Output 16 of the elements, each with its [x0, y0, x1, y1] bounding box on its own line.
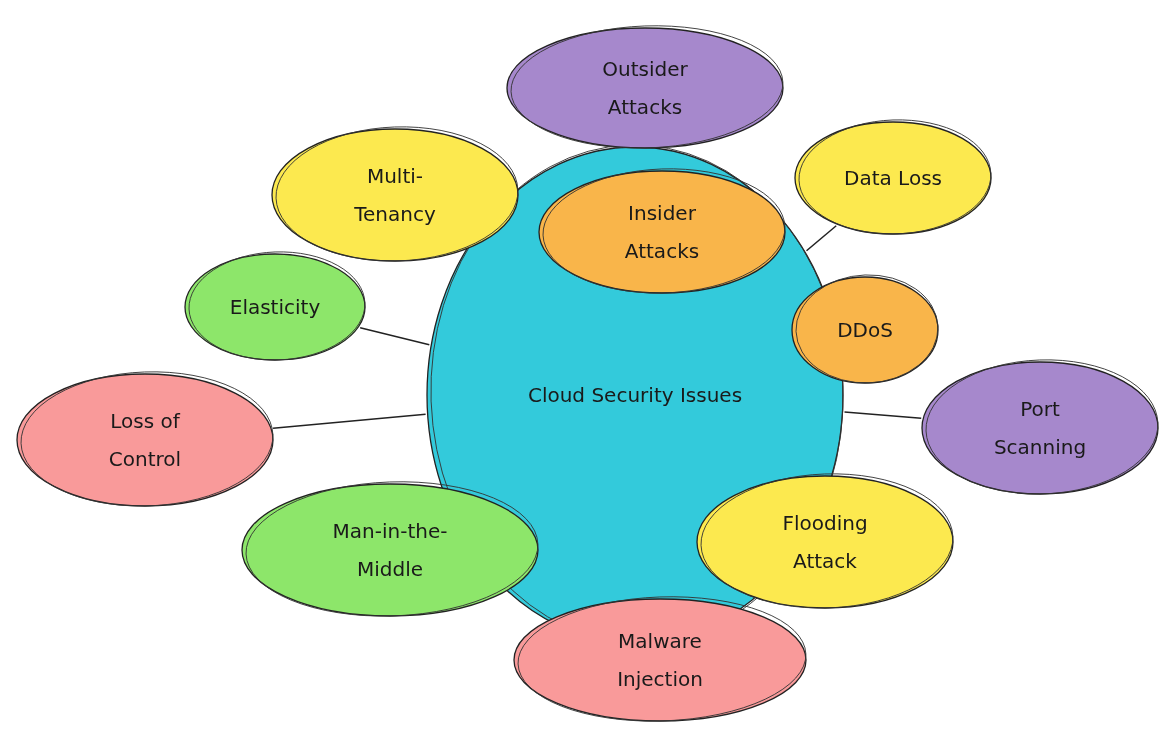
connector-line: [843, 411, 922, 420]
topic-label: Insider Attacks: [623, 200, 701, 265]
topic-label: Outsider Attacks: [601, 56, 689, 121]
topic-label: Loss of Control: [107, 408, 183, 473]
topic-label: DDoS: [836, 317, 894, 344]
topic-label: Flooding Attack: [781, 510, 869, 575]
connector-line: [359, 327, 431, 346]
connector-line: [805, 225, 837, 252]
topic-label: Man-in-the-Middle: [331, 518, 449, 583]
topic-label: Multi-Tenancy: [353, 163, 437, 228]
topic-label: Port Scanning: [992, 396, 1088, 461]
connector-line: [272, 413, 427, 429]
topic-label: Cloud Security Issues: [526, 382, 744, 409]
topic-label: Elasticity: [228, 294, 322, 321]
topic-label: Data Loss: [843, 165, 943, 192]
topic-label: Malware Injection: [616, 628, 704, 693]
